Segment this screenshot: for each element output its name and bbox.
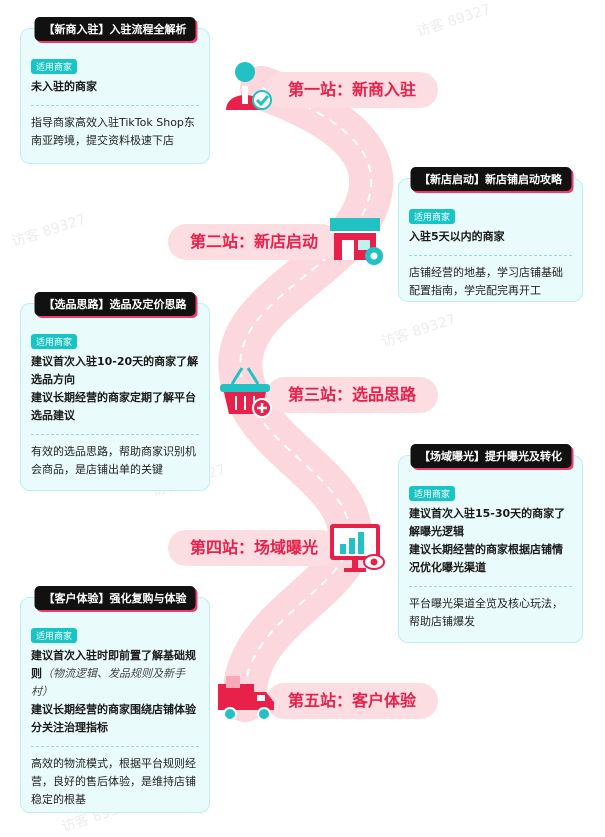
card-description: 有效的选品思路，帮助商家识别机会商品，是店铺出单的关键	[31, 445, 196, 476]
delivery-truck-icon	[218, 676, 274, 721]
stage-3-label: 第三站：选品思路	[266, 377, 438, 413]
business-person-icon	[226, 62, 272, 110]
shopping-basket-plus-icon	[220, 367, 272, 418]
applicable-tag: 适用商家	[409, 486, 456, 501]
card-title: 【客户体验】强化复购与体验	[34, 586, 196, 610]
card-description: 店铺经营的地基，学习店铺基础配置指南，学完配完再开工	[409, 266, 563, 297]
stage-5-label: 第五站：客户体验	[266, 683, 438, 719]
applicable-tag: 适用商家	[31, 59, 78, 74]
card-divider	[409, 586, 572, 587]
card-divider	[31, 434, 199, 435]
card-divider	[409, 255, 572, 256]
card-title: 【新店启动】新店铺启动攻略	[410, 167, 571, 191]
info-card-new-merchant: 【新商入驻】入驻流程全解析 适用商家 未入驻的商家 指导商家高效入驻TikTok…	[20, 17, 210, 164]
applicable-merchant: 建议长期经营的商家根据店铺情况优化曝光渠道	[409, 543, 563, 574]
card-title: 【新商入驻】入驻流程全解析	[34, 17, 196, 41]
applicable-merchant: 建议首次入驻10-20天的商家了解选品方向	[31, 355, 199, 386]
applicable-merchant: 建议长期经营的商家围绕店铺体验分关注治理指标	[31, 703, 196, 734]
applicable-tag: 适用商家	[409, 209, 456, 224]
card-divider	[31, 105, 199, 106]
card-description: 平台曝光渠道全览及核心玩法，帮助店铺爆发	[409, 597, 563, 628]
info-card-new-store: 【新店启动】新店铺启动攻略 适用商家 入驻5天以内的商家 店铺经营的地基，学习店…	[398, 167, 583, 302]
storefront-gear-icon	[330, 218, 383, 265]
applicable-merchant: 建议长期经营的商家定期了解平台选品建议	[31, 391, 196, 422]
applicable-merchant: 未入驻的商家	[31, 80, 97, 93]
card-description: 高效的物流模式，根据平台规则经营，良好的售后体验，是维持店铺稳定的根基	[31, 757, 196, 806]
card-divider	[31, 746, 199, 747]
applicable-merchant: 建议首次入驻时即前置了解基础规则（物流逻辑、发品规则及新手村）	[31, 647, 199, 701]
stage-1-label: 第一站：新商入驻	[266, 72, 438, 108]
card-description: 指导商家高效入驻TikTok Shop东南亚跨境，提交资料极速下店	[31, 116, 195, 147]
info-card-product-selection: 【选品思路】选品及定价思路 适用商家 建议首次入驻10-20天的商家了解选品方向…	[20, 292, 210, 491]
stage-2-label: 第二站：新店启动	[168, 224, 340, 260]
applicable-merchant: 入驻5天以内的商家	[409, 230, 505, 243]
applicable-tag: 适用商家	[31, 334, 78, 349]
applicable-merchant: 建议首次入驻15-30天的商家了解曝光逻辑	[409, 507, 566, 538]
info-card-customer-experience: 【客户体验】强化复购与体验 适用商家 建议首次入驻时即前置了解基础规则（物流逻辑…	[20, 586, 210, 813]
info-card-exposure: 【场域曝光】提升曝光及转化 适用商家 建议首次入驻15-30天的商家了解曝光逻辑…	[398, 444, 583, 643]
monitor-chart-eye-icon	[330, 524, 385, 572]
applicable-merchant-text: 建议首次入驻时即前置了解基础规则	[31, 649, 196, 680]
card-title: 【场域曝光】提升曝光及转化	[410, 444, 571, 468]
stage-4-label: 第四站：场域曝光	[168, 530, 340, 566]
card-title: 【选品思路】选品及定价思路	[34, 292, 196, 316]
applicable-merchant-note: （物流逻辑、发品规则及新手村）	[31, 667, 185, 698]
applicable-tag: 适用商家	[31, 628, 78, 643]
